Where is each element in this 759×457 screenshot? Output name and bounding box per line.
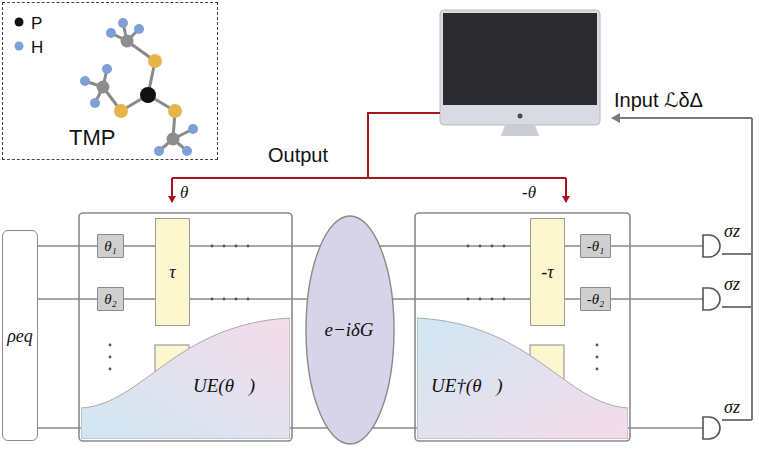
input-feedback-line: [612, 118, 752, 420]
band-shape: [81, 316, 290, 439]
node-text: τ: [169, 263, 175, 281]
parameter-label: θ⃗: [180, 184, 202, 201]
node-text: UE(θ⃗): [193, 376, 255, 395]
molecule-inset: PH TMP: [2, 2, 218, 160]
rotation-gate: θ₂: [97, 287, 124, 311]
node-text: UE†(θ⃗): [431, 376, 503, 395]
node-text: -θ₂: [587, 292, 605, 307]
legend-text: P: [31, 15, 42, 32]
node-text: θ₁: [104, 239, 117, 254]
node-text: -θ₁: [587, 239, 605, 254]
left-block-outline: [79, 213, 292, 441]
output-label: Output: [268, 145, 328, 165]
rotation-gate: θ₁: [97, 234, 124, 258]
node-text: e−iδG: [324, 320, 373, 339]
node-text: θ₂: [104, 292, 117, 307]
output-arrows: [172, 113, 566, 202]
unitary-band: UE(θ⃗): [81, 316, 290, 439]
pauli-label: σz: [724, 222, 740, 240]
inverse-unitary-band: UE†(θ⃗): [417, 316, 628, 439]
pauli-label: σz: [724, 398, 740, 416]
computer-monitor: [440, 10, 600, 136]
entangling-gate: τ: [155, 218, 190, 326]
right-block-outline: [415, 213, 630, 441]
inverse-rotation-gate: -θ₂: [580, 287, 611, 311]
measurement-detectors: [703, 235, 720, 439]
node-text: -τ: [541, 263, 553, 281]
initial-state-box: ρeq: [2, 230, 38, 441]
legend-text: TMP: [69, 127, 115, 149]
inverse-rotation-gate: -θ₁: [580, 234, 611, 258]
node-text: ρeq: [7, 327, 33, 345]
input-label: Input ℒδΔ: [614, 90, 703, 110]
evolution-ellipse: e−iδG: [305, 215, 395, 445]
parameter-label: -θ⃗: [522, 184, 549, 201]
inverse-entangling-gate: -τ: [530, 218, 565, 326]
pauli-label: σz: [724, 275, 740, 293]
legend-text: H: [31, 39, 43, 56]
